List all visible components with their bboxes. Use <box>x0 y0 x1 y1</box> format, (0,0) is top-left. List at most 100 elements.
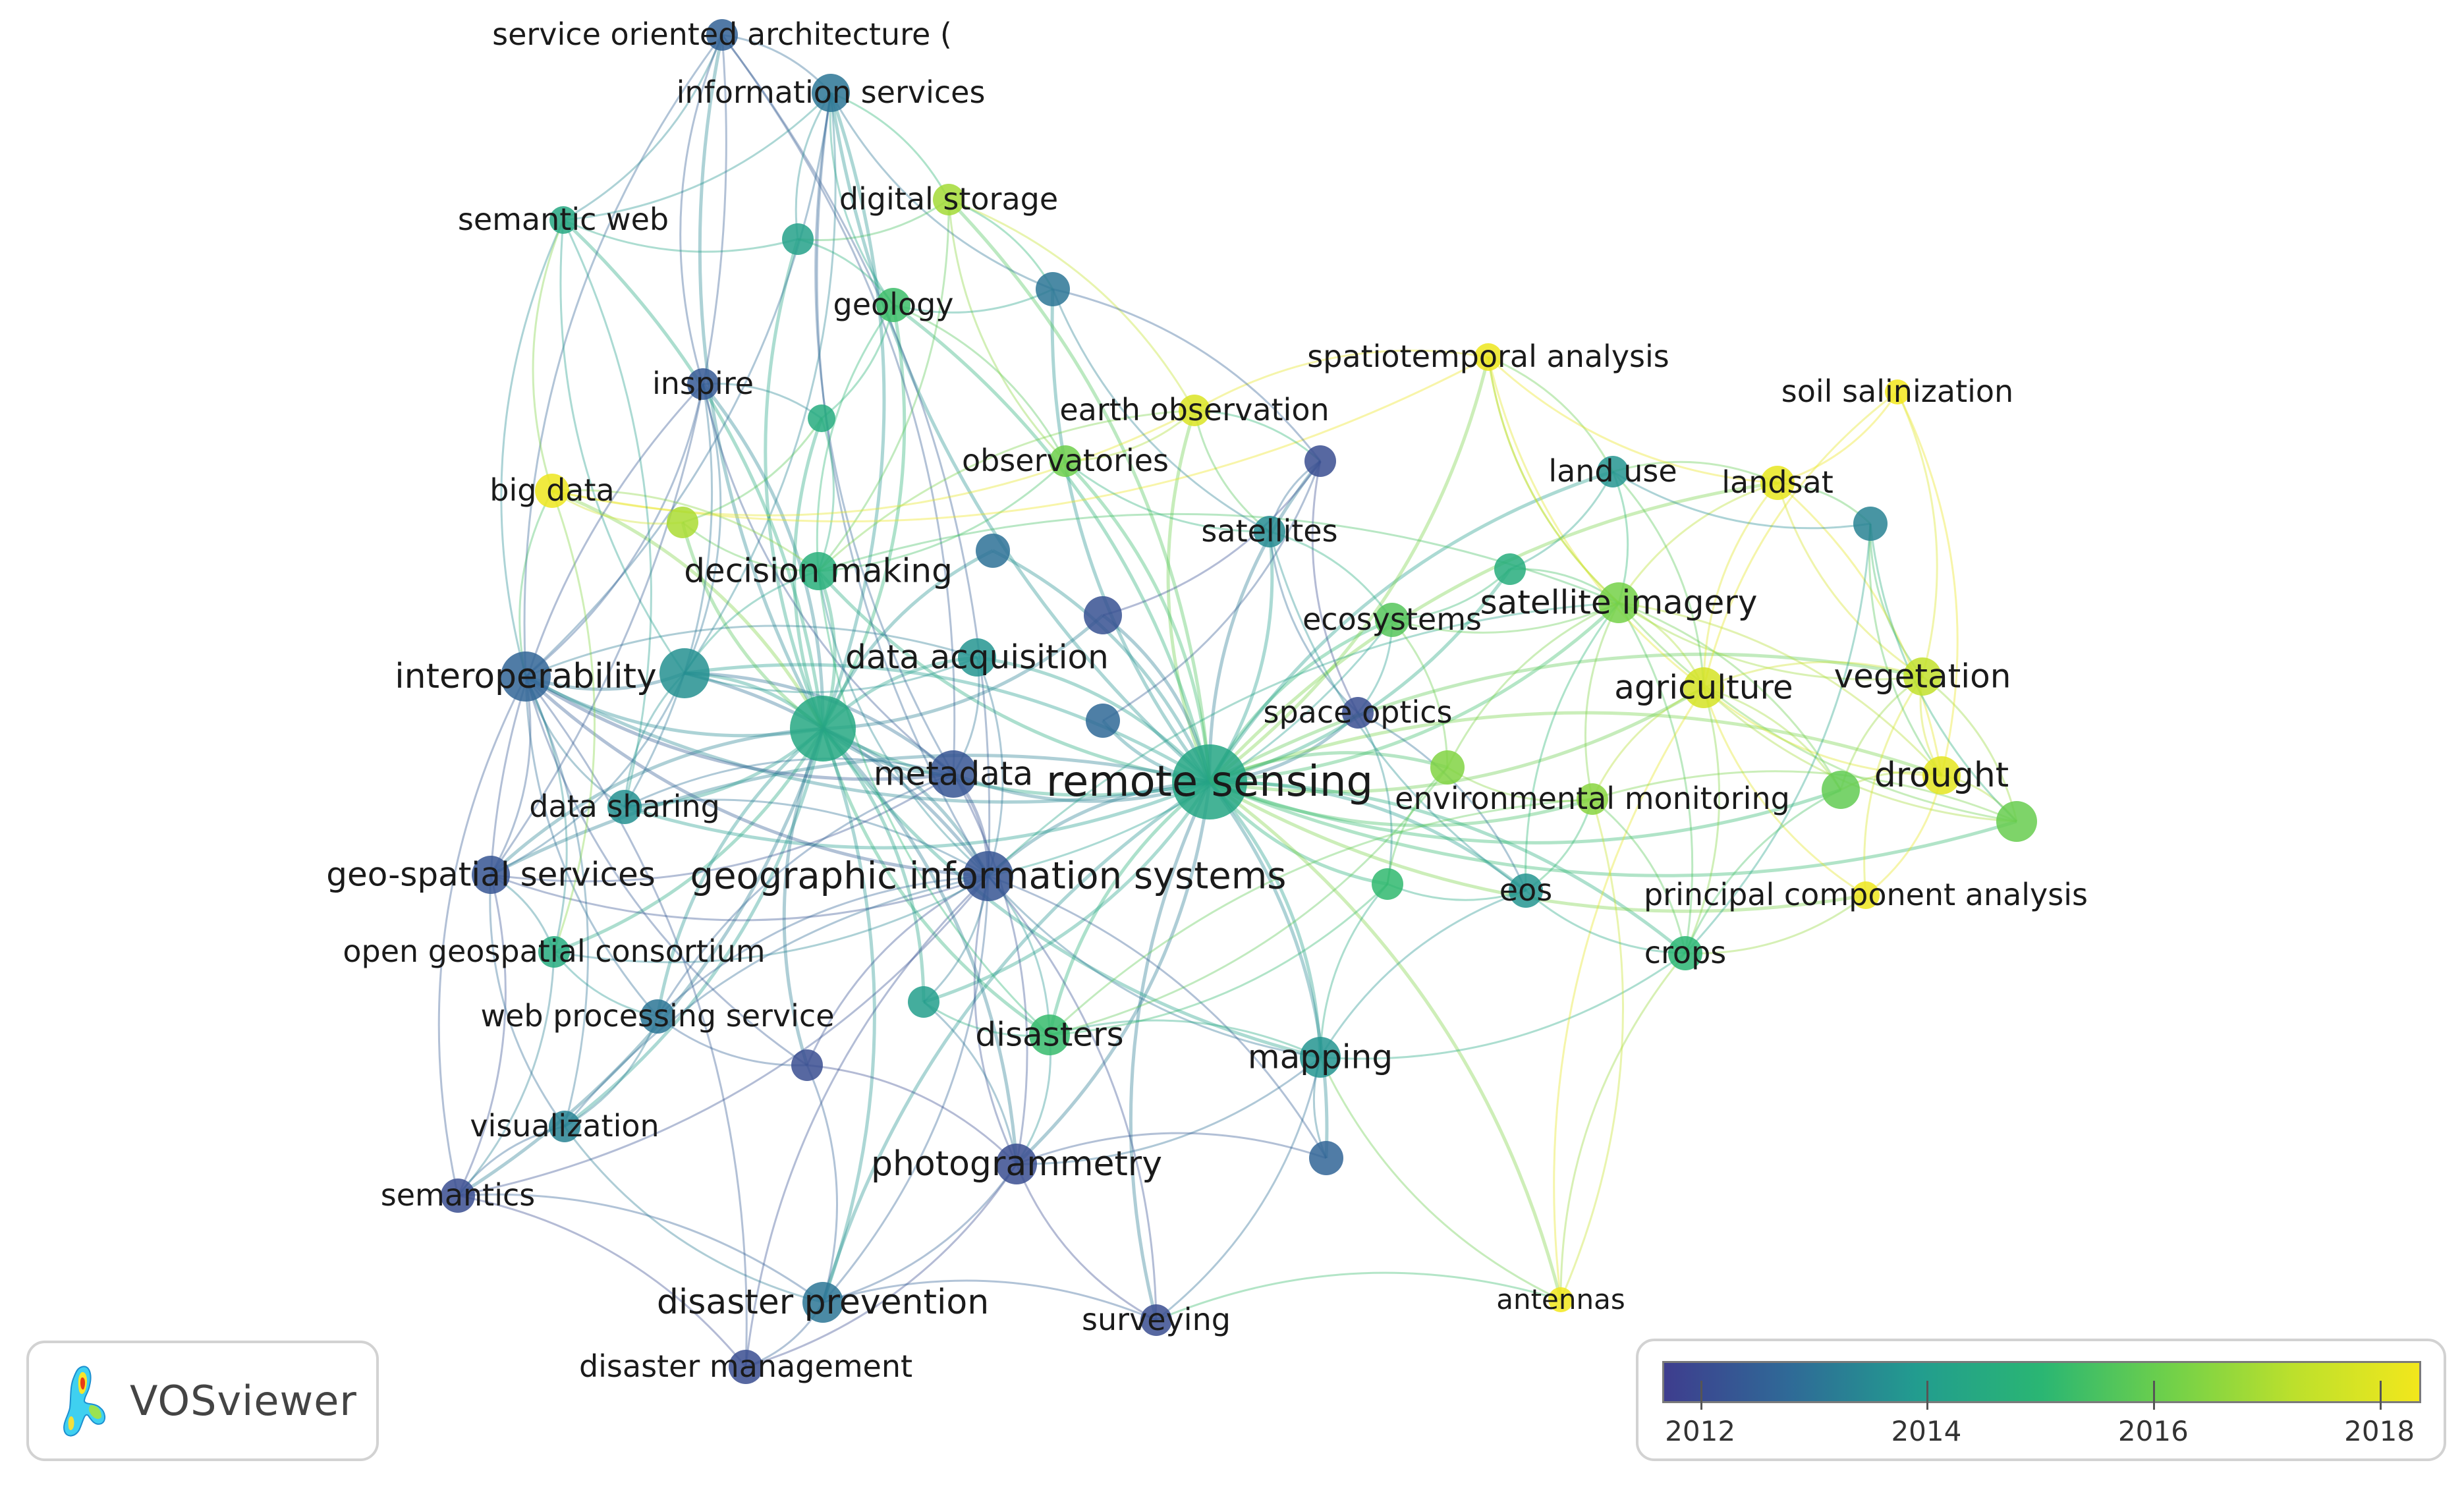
network-node[interactable] <box>640 999 675 1034</box>
node-label[interactable]: drought <box>1874 756 2009 795</box>
network-node[interactable] <box>1029 1014 1070 1055</box>
node-label[interactable]: inspire <box>652 366 754 401</box>
node-label[interactable]: geology <box>833 287 954 322</box>
network-node[interactable] <box>791 1049 823 1081</box>
network-node[interactable] <box>963 851 1013 901</box>
network-node[interactable] <box>1254 516 1285 547</box>
node-label[interactable]: eos <box>1499 872 1552 908</box>
network-node[interactable] <box>996 1144 1037 1184</box>
node-label[interactable]: vegetation <box>1834 657 2011 696</box>
network-node[interactable] <box>1304 445 1336 477</box>
network-node[interactable] <box>1179 395 1210 426</box>
network-node[interactable] <box>441 1179 475 1213</box>
node-label[interactable]: semantics <box>381 1177 536 1213</box>
network-node[interactable] <box>1430 750 1465 785</box>
network-node[interactable] <box>782 223 814 255</box>
node-label[interactable]: disasters <box>975 1016 1123 1054</box>
network-node[interactable] <box>1922 756 1961 794</box>
network-node[interactable] <box>876 288 910 322</box>
node-label[interactable]: visualization <box>470 1108 659 1144</box>
network-node[interactable] <box>729 1350 763 1384</box>
node-label[interactable]: disaster prevention <box>657 1283 989 1322</box>
network-node[interactable] <box>1548 1287 1573 1312</box>
network-node[interactable] <box>958 638 996 677</box>
node-label[interactable]: antennas <box>1496 1283 1625 1316</box>
network-node[interactable] <box>1140 1304 1172 1336</box>
network-node[interactable] <box>812 74 850 112</box>
node-label[interactable]: crops <box>1644 935 1727 970</box>
network-node[interactable] <box>607 790 642 824</box>
network-node[interactable] <box>808 404 835 432</box>
network-node[interactable] <box>1760 466 1795 500</box>
node-label[interactable]: web processing service <box>480 998 834 1034</box>
network-node[interactable] <box>538 936 570 968</box>
network-node[interactable] <box>976 534 1010 568</box>
network-node[interactable] <box>1668 936 1702 970</box>
network-node[interactable] <box>1309 1141 1343 1175</box>
network-node[interactable] <box>1372 868 1403 900</box>
node-label[interactable]: space optics <box>1264 694 1453 730</box>
node-label[interactable]: information services <box>677 74 986 110</box>
network-node[interactable] <box>1885 379 1910 404</box>
network-node[interactable] <box>933 184 965 215</box>
node-label[interactable]: metadata <box>874 755 1033 793</box>
node-label[interactable]: data acquisition <box>845 638 1109 677</box>
node-label[interactable]: observatories <box>962 443 1169 478</box>
node-label[interactable]: geo-spatial services <box>326 856 656 894</box>
network-node[interactable] <box>667 507 698 538</box>
node-label[interactable]: decision making <box>684 552 953 590</box>
node-label[interactable]: disaster management <box>579 1348 912 1384</box>
network-node[interactable] <box>706 19 738 51</box>
node-label[interactable]: earth observation <box>1059 392 1329 428</box>
network-node[interactable] <box>501 652 551 702</box>
node-label[interactable]: remote sensing <box>1046 758 1373 806</box>
node-label[interactable]: digital storage <box>839 181 1058 217</box>
network-node[interactable] <box>1084 596 1122 634</box>
network-node[interactable] <box>1036 272 1070 306</box>
node-label[interactable]: photogrammetry <box>871 1144 1162 1184</box>
network-node[interactable] <box>1509 874 1543 908</box>
network-node[interactable] <box>1086 704 1120 738</box>
node-label[interactable]: surveying <box>1082 1302 1231 1337</box>
node-label[interactable]: land use <box>1548 453 1677 489</box>
node-label[interactable]: open geospatial consortium <box>343 933 765 969</box>
network-node[interactable] <box>687 368 719 400</box>
node-label[interactable]: data sharing <box>529 789 720 824</box>
node-label[interactable]: mapping <box>1248 1038 1393 1076</box>
node-label[interactable]: geographic information systems <box>690 854 1287 897</box>
network-node[interactable] <box>1494 553 1526 585</box>
network-node[interactable] <box>1996 801 2037 842</box>
node-label[interactable]: environmental monitoring <box>1395 781 1790 816</box>
network-node[interactable] <box>1853 507 1888 541</box>
network-node[interactable] <box>549 206 577 234</box>
network-node[interactable] <box>799 552 837 590</box>
network-node[interactable] <box>1050 445 1081 477</box>
network-node[interactable] <box>1474 343 1502 371</box>
network-node[interactable] <box>1598 582 1639 623</box>
node-label[interactable]: ecosystems <box>1302 601 1482 637</box>
node-label[interactable]: principal component analysis <box>1644 877 2088 912</box>
network-node[interactable] <box>1577 783 1608 815</box>
network-node[interactable] <box>908 986 939 1018</box>
node-label[interactable]: interoperability <box>395 657 657 696</box>
node-label[interactable]: big data <box>490 472 614 508</box>
network-node[interactable] <box>1822 771 1860 809</box>
network-node[interactable] <box>1342 697 1374 729</box>
network-node[interactable] <box>930 750 977 798</box>
node-label[interactable]: landsat <box>1722 464 1834 500</box>
node-label[interactable]: service oriented architecture ( <box>492 16 952 52</box>
network-node[interactable] <box>1300 1037 1341 1078</box>
network-node[interactable] <box>1597 456 1629 487</box>
network-node[interactable] <box>1172 744 1247 819</box>
network-node[interactable] <box>1903 657 1942 696</box>
network-node[interactable] <box>790 696 856 762</box>
network-node[interactable] <box>1375 603 1409 637</box>
network-node[interactable] <box>1852 881 1880 909</box>
network-node[interactable] <box>1683 667 1724 708</box>
node-label[interactable]: soil salinization <box>1781 374 2013 409</box>
node-label[interactable]: satellites <box>1201 513 1337 549</box>
network-node[interactable] <box>535 474 569 508</box>
network-node[interactable] <box>659 648 710 698</box>
network-node[interactable] <box>472 856 510 894</box>
